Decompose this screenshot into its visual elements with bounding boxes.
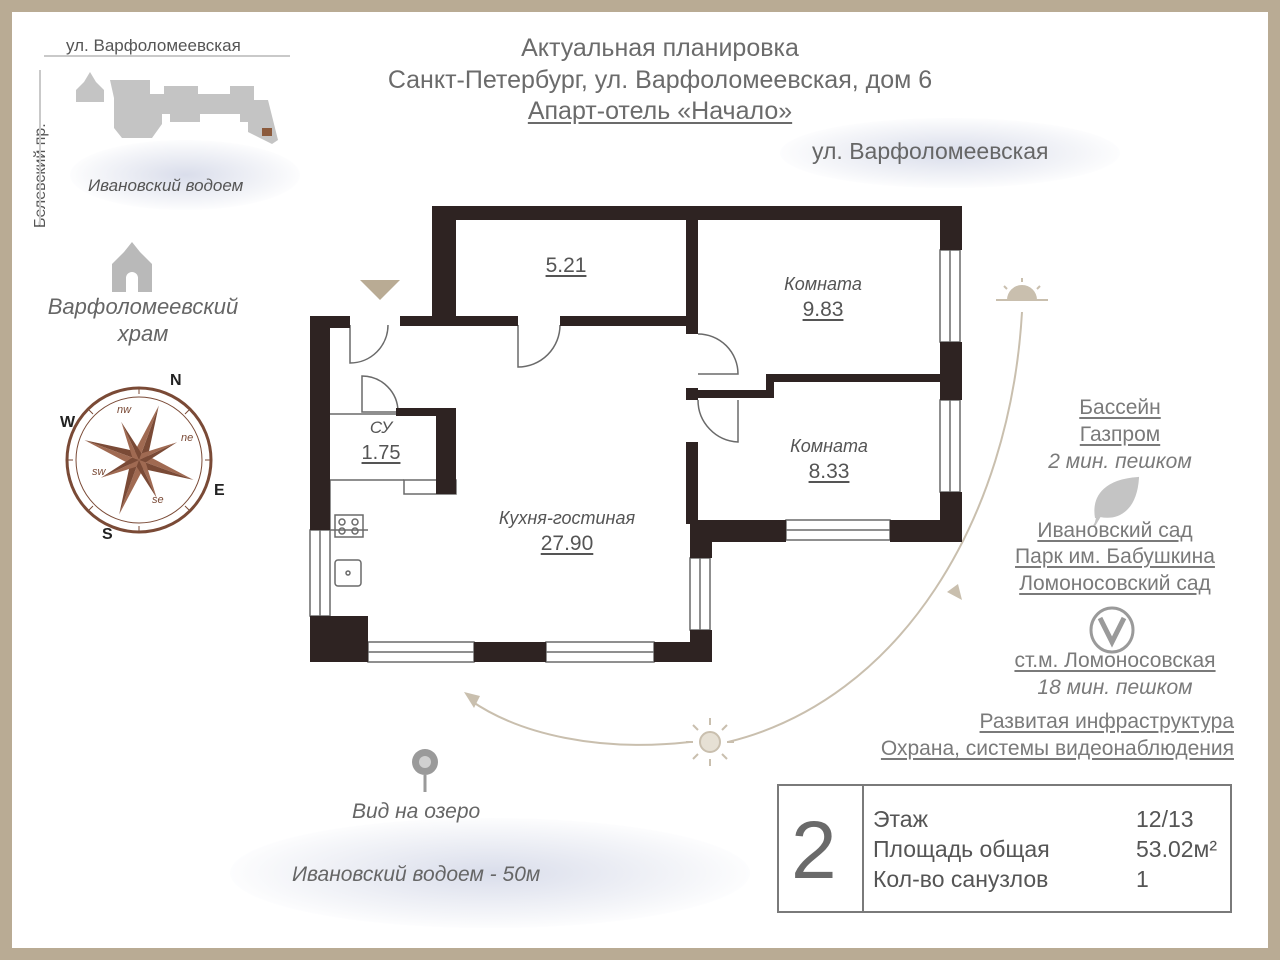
sun-icon bbox=[686, 718, 734, 766]
church-icon bbox=[112, 242, 152, 292]
info-area-label: Площадь общая bbox=[873, 836, 1050, 862]
sun-path bbox=[469, 311, 1023, 746]
room-3-area: 8.33 bbox=[808, 460, 850, 483]
infra-line-1[interactable]: Развитая инфраструктура bbox=[979, 710, 1234, 733]
room-2-name: Комната bbox=[784, 274, 862, 294]
metro-walk: 18 мин. пешком bbox=[1037, 676, 1193, 699]
compass-rose bbox=[65, 386, 213, 534]
water-distance-label: Ивановский водоем - 50м bbox=[292, 863, 541, 886]
minimap-street-top: ул. Варфоломеевская bbox=[66, 36, 241, 55]
info-wc-label: Кол-во санузлов bbox=[873, 866, 1049, 892]
pin-icon bbox=[412, 749, 438, 792]
church-label-1: Варфоломеевский bbox=[47, 294, 239, 319]
compass-ne: ne bbox=[181, 432, 194, 444]
sunrise-icon bbox=[996, 278, 1048, 301]
lake-view-label: Вид на озеро bbox=[352, 800, 481, 823]
room-2-area: 9.83 bbox=[802, 298, 844, 321]
entrance-marker bbox=[360, 280, 400, 300]
compass-e: E bbox=[214, 482, 225, 499]
compass-n: N bbox=[170, 372, 182, 389]
rooms-count: 2 bbox=[791, 805, 837, 896]
info-floor-value: 12/13 bbox=[1136, 806, 1194, 832]
info-floor-label: Этаж bbox=[873, 806, 928, 832]
sun-arrow-2 bbox=[464, 692, 480, 708]
leaf-icon bbox=[1093, 476, 1140, 527]
room-1-area: 5.21 bbox=[545, 254, 587, 277]
minimap-water-label: Ивановский водоем bbox=[88, 176, 244, 195]
info-wc-value: 1 bbox=[1136, 866, 1149, 892]
compass-sw: sw bbox=[92, 466, 106, 478]
compass-nw: nw bbox=[117, 404, 132, 416]
room-3-name: Комната bbox=[790, 436, 868, 456]
metro-station[interactable]: ст.м. Ломоносовская bbox=[1014, 649, 1216, 672]
park-lomonosovsky[interactable]: Ломоносовский сад bbox=[1019, 572, 1211, 595]
water-swash-bottom bbox=[230, 818, 750, 928]
info-divider bbox=[862, 786, 864, 911]
pool-line-1[interactable]: Бассейн bbox=[1079, 396, 1161, 419]
building-silhouette bbox=[110, 80, 278, 144]
water-swash-minimap bbox=[70, 140, 300, 210]
compass-se: se bbox=[152, 494, 164, 506]
street-label-top: ул. Варфоломеевская bbox=[812, 138, 1049, 164]
compass-s: S bbox=[102, 526, 113, 543]
minimap bbox=[39, 55, 290, 225]
plan-title: Актуальная планировка bbox=[521, 34, 799, 62]
info-area-value: 53.02м² bbox=[1136, 836, 1218, 862]
sun-arrow-1 bbox=[947, 584, 962, 600]
wc-name: СУ bbox=[369, 418, 393, 437]
park-babushkina[interactable]: Парк им. Бабушкина bbox=[1015, 545, 1215, 568]
plan-walls bbox=[310, 206, 962, 662]
kitchen-name: Кухня-гостиная bbox=[498, 508, 636, 528]
apartment-info-box: 2 Этаж 12/13 Площадь общая 53.02м² Кол-в… bbox=[777, 784, 1232, 913]
compass-w: W bbox=[60, 414, 76, 431]
kitchen-area: 27.90 bbox=[540, 532, 594, 555]
pool-line-2[interactable]: Газпром bbox=[1079, 423, 1161, 446]
infra-line-2[interactable]: Охрана, системы видеонаблюдения bbox=[880, 737, 1234, 760]
small-church-icon bbox=[76, 72, 104, 102]
plan-address: Санкт-Петербург, ул. Варфоломеевская, до… bbox=[387, 66, 933, 94]
pool-walk: 2 мин. пешком bbox=[1048, 450, 1192, 473]
street-swash-top bbox=[780, 118, 1120, 188]
metro-icon bbox=[1089, 606, 1135, 654]
church-label-2: храм bbox=[117, 321, 169, 346]
project-link[interactable]: Апарт-отель «Начало» bbox=[527, 97, 793, 125]
park-ivanovsky[interactable]: Ивановский сад bbox=[1037, 519, 1193, 542]
wc-area: 1.75 bbox=[361, 442, 401, 464]
